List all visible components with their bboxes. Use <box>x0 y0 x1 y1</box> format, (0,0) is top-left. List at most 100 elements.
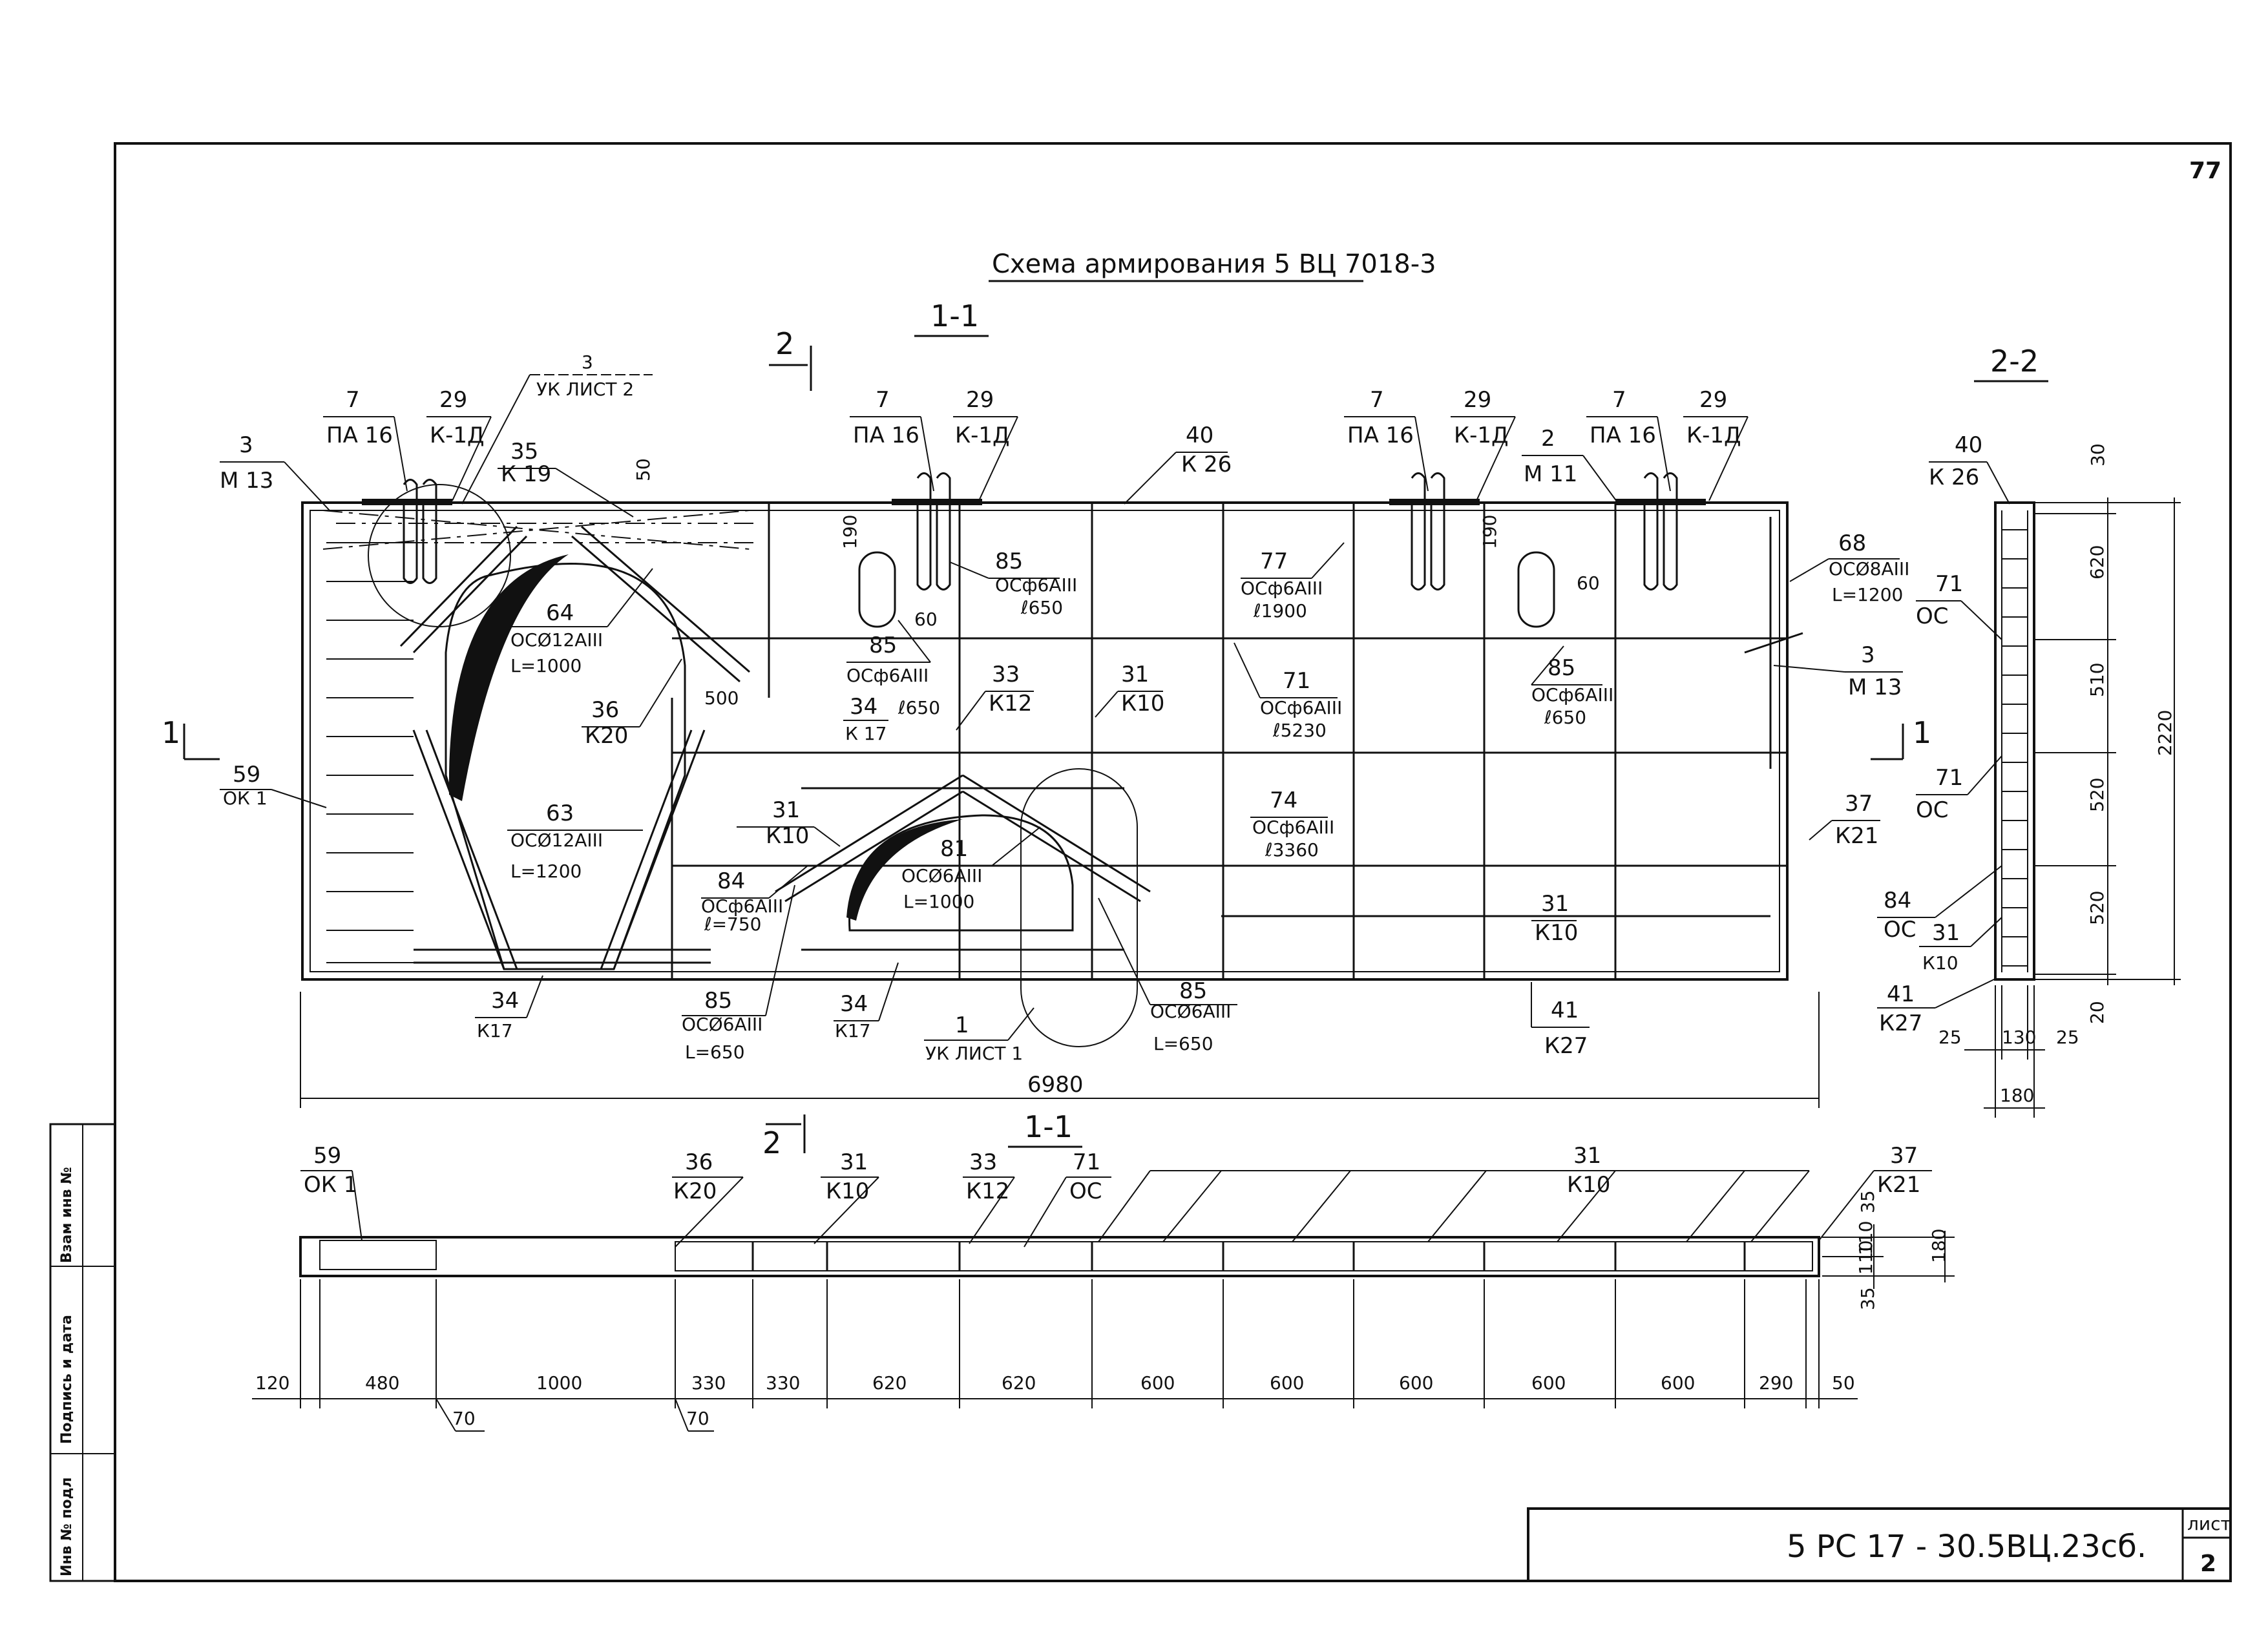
callout-text: ПА 16 <box>326 423 393 448</box>
callout-text: 31 <box>1573 1143 1601 1169</box>
callout-text: ОСф6АIII <box>1252 817 1334 838</box>
callout-text: К 17 <box>845 723 887 744</box>
section-2-2 <box>1994 501 2035 981</box>
callout-text: К10 <box>1922 952 1958 974</box>
callout: 2М 11 <box>1522 426 1619 505</box>
callout: 40К 26 <box>1929 432 2010 505</box>
dim-22-510: 510 <box>2086 663 2108 697</box>
callout-text: ОС <box>1884 917 1916 943</box>
cut-label-2-bottom: 2 <box>762 1125 781 1160</box>
callout-text: L=1000 <box>510 655 582 676</box>
dim-22-25a: 25 <box>1938 1027 1962 1048</box>
callout-text: К20 <box>673 1178 717 1204</box>
plan-dim-180: 180 <box>1928 1229 1949 1263</box>
plan-section <box>299 1236 1820 1277</box>
callout-text: ℓ650 <box>898 697 940 718</box>
callout-text: 1000 <box>536 1372 582 1394</box>
callout-text: К21 <box>1835 823 1878 849</box>
callout-text: 59 <box>233 762 260 788</box>
dim-70-b: 70 <box>686 1408 709 1429</box>
opening-bar-64 <box>448 554 569 801</box>
cut-label-2-top: 2 <box>775 326 794 361</box>
dim-22-180: 180 <box>2000 1085 2034 1106</box>
callout-text: 41 <box>1551 998 1579 1023</box>
callout-text: 290 <box>1759 1372 1793 1394</box>
sidebar-inv-podl: Инв № подл <box>59 1477 75 1576</box>
callout-text: 37 <box>1890 1143 1918 1169</box>
callout: 29К-1Д <box>1451 387 1516 501</box>
sidebar-podpis-data: Подпись и дата <box>59 1315 75 1444</box>
callout-text: L=650 <box>685 1041 745 1063</box>
callout-text: 63 <box>546 800 574 826</box>
callout-text: К-1Д <box>1686 423 1741 448</box>
callout-text: 1 <box>955 1012 969 1038</box>
section-label-2-2: 2-2 <box>1990 344 2039 379</box>
callout: 40К 26 <box>1124 423 1232 505</box>
callout-text: ОС <box>1916 603 1949 629</box>
callout-text: 600 <box>1399 1372 1433 1394</box>
callout-text: 620 <box>872 1372 907 1394</box>
callout-text: К21 <box>1877 1172 1920 1198</box>
plan-dimensions: 120 480 1000 330 330 620 620 600 600 600… <box>255 1372 1855 1394</box>
callout: 7ПА 16 <box>1586 387 1671 492</box>
callout-text: УК ЛИСТ 2 <box>536 379 634 400</box>
callout: 35К 19 <box>498 439 634 518</box>
callout-text: 64 <box>546 600 574 626</box>
callout-text: К10 <box>1535 920 1578 946</box>
callout-text: 7 <box>876 387 890 413</box>
callout-text: 29 <box>439 387 467 413</box>
callout-text: 35 <box>510 439 538 465</box>
dim-70-a: 70 <box>452 1408 476 1429</box>
callout-text: 85 <box>869 633 897 658</box>
plan-dim-110b: 110 <box>1855 1240 1876 1275</box>
callout-text: 33 <box>969 1149 997 1175</box>
dim-22-25b: 25 <box>2056 1027 2079 1048</box>
callout-text: ОСØ6АIII <box>901 865 982 886</box>
plan-dim-35a: 35 <box>1857 1190 1878 1213</box>
callout: 7 ПА 16 <box>323 387 408 492</box>
dim-50: 50 <box>633 458 654 481</box>
opening-bar-81 <box>846 819 963 921</box>
callout-text: ОС <box>1916 797 1949 823</box>
callout: 29К-1Д <box>1683 387 1748 501</box>
callout-text: М 13 <box>220 468 273 494</box>
dim-500: 500 <box>704 687 739 709</box>
callout-text: 77 <box>1260 549 1288 574</box>
sheet-value: 2 <box>2200 1551 2216 1577</box>
callout-text: 74 <box>1270 788 1297 813</box>
callout-text: К10 <box>766 823 809 849</box>
callout-text: 59 <box>313 1143 341 1169</box>
callout-text: ℓ=750 <box>704 914 761 935</box>
callout-text: 29 <box>966 387 994 413</box>
sheet-label: лист <box>2187 1513 2231 1534</box>
callout-text: 85 <box>995 549 1023 574</box>
callout-text: ℓ5230 <box>1272 720 1327 741</box>
callout-text: ОСф6АIII <box>995 574 1077 596</box>
dim-60-b: 60 <box>1577 572 1600 594</box>
callout-text: ОСф6АIII <box>1260 697 1342 718</box>
callout-text: 480 <box>365 1372 399 1394</box>
callout: 29К-1Д <box>426 387 492 501</box>
callout-text: 36 <box>591 697 619 723</box>
callout-text: 50 <box>1832 1372 1855 1394</box>
elevation-callouts: 3М 13 7ПА 16 29К-1Д 3УК ЛИСТ 2 35К 19 7П… <box>220 351 1909 1064</box>
callout-text: 31 <box>1932 920 1960 946</box>
callout-text: 7 <box>346 387 360 413</box>
